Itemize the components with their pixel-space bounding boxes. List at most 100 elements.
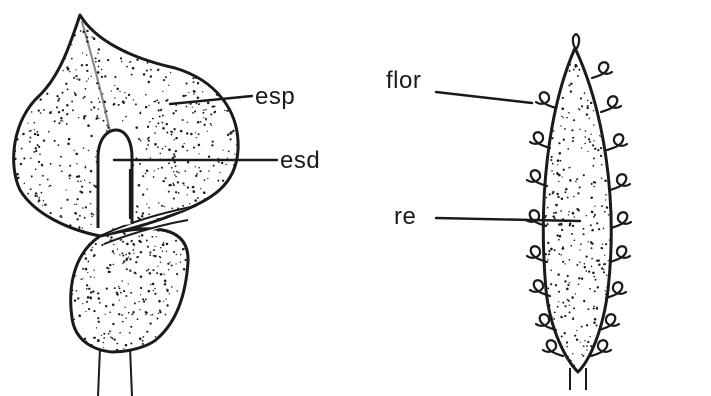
stipple-dot [68, 138, 71, 141]
stipple-dot [73, 77, 75, 79]
stipple-dot [168, 184, 170, 186]
stipple-dot [218, 161, 220, 163]
stipple-dot [199, 38, 200, 39]
stipple-dot [538, 328, 539, 329]
stipple-dot [65, 83, 67, 85]
stipple-dot [584, 266, 586, 268]
stipple-dot [35, 147, 37, 149]
stipple-dot [68, 277, 70, 279]
stipple-dot [21, 35, 23, 37]
stipple-dot [157, 122, 159, 124]
stipple-dot [142, 298, 144, 300]
stipple-dot [197, 197, 199, 199]
stipple-dot [173, 184, 175, 186]
stipple-dot [82, 207, 84, 209]
stipple-dot [131, 74, 133, 76]
stipple-dot [615, 289, 617, 291]
stipple-dot [203, 191, 206, 194]
stipple-dot [129, 332, 131, 334]
stipple-dot [220, 58, 223, 61]
stipple-dot [192, 112, 194, 114]
stipple-dot [186, 82, 188, 84]
stipple-dot [560, 370, 562, 372]
stipple-dot [207, 102, 210, 105]
stipple-dot [34, 195, 36, 197]
stipple-dot [590, 345, 592, 347]
stipple-dot [595, 279, 597, 281]
stipple-dot [198, 104, 199, 105]
stipple-dot [564, 128, 566, 130]
stipple-dot [103, 347, 104, 348]
stipple-dot [579, 210, 580, 211]
stipple-dot [85, 206, 87, 208]
stipple-dot [563, 139, 565, 141]
stipple-dot [37, 134, 40, 137]
stipple-dot [63, 70, 64, 71]
stipple-dot [167, 99, 169, 101]
stipple-dot [239, 60, 241, 62]
stipple-dot [23, 212, 24, 213]
stipple-dot [73, 34, 76, 37]
stipple-dot [537, 355, 539, 357]
stipple-dot [68, 345, 70, 347]
stipple-dot [129, 33, 130, 34]
stipple-dot [42, 72, 45, 75]
stipple-dot [28, 73, 30, 75]
stipple-dot [77, 232, 79, 234]
stipple-dot [47, 231, 49, 233]
stipple-dot [191, 229, 193, 231]
stipple-dot [20, 236, 22, 238]
stipple-dot [157, 146, 159, 148]
stipple-dot [207, 178, 208, 179]
stipple-dot [197, 121, 200, 124]
stipple-dot [559, 235, 562, 238]
stipple-dot [81, 347, 83, 349]
stipple-dot [557, 87, 558, 88]
stipple-dot [156, 100, 158, 102]
stipple-dot [27, 193, 29, 195]
stipple-dot [599, 94, 601, 96]
stipple-dot [72, 289, 74, 291]
stipple-dot [185, 24, 187, 26]
stipple-dot [593, 124, 594, 125]
stipple-dot [569, 167, 570, 168]
stipple-dot [224, 30, 226, 32]
stipple-dot [172, 131, 174, 133]
stipple-dot [540, 241, 542, 243]
stipple-dot [152, 269, 154, 271]
stipple-dot [566, 288, 569, 291]
stipple-dot [165, 76, 167, 78]
stipple-dot [556, 193, 559, 196]
stipple-dot [538, 113, 540, 115]
stipple-dot [549, 343, 551, 345]
stipple-dot [98, 297, 101, 300]
stipple-dot [42, 205, 43, 206]
stipple-dot [564, 305, 566, 307]
stipple-dot [88, 150, 89, 151]
stipple-dot [195, 175, 197, 177]
stipple-dot [196, 72, 197, 73]
stipple-dot [93, 270, 94, 271]
stipple-dot [601, 164, 603, 166]
stipple-dot [89, 237, 91, 239]
stipple-dot [118, 313, 120, 315]
stipple-dot [181, 229, 183, 231]
stipple-dot [596, 324, 598, 326]
stipple-dot [550, 283, 552, 285]
stipple-dot [550, 357, 552, 359]
stipple-dot [158, 102, 160, 104]
stipple-dot [77, 180, 79, 182]
stipple-dot [568, 84, 570, 86]
stipple-dot [57, 100, 59, 102]
stipple-dot [125, 116, 127, 118]
stipple-dot [156, 126, 158, 128]
stipple-dot [101, 244, 103, 246]
stipple-dot [602, 48, 604, 50]
stipple-dot [203, 109, 205, 111]
stipple-dot [195, 40, 197, 42]
stipple-dot [242, 215, 244, 217]
stipple-dot [180, 130, 182, 132]
stipple-dot [74, 204, 75, 205]
stipple-dot [223, 202, 225, 204]
